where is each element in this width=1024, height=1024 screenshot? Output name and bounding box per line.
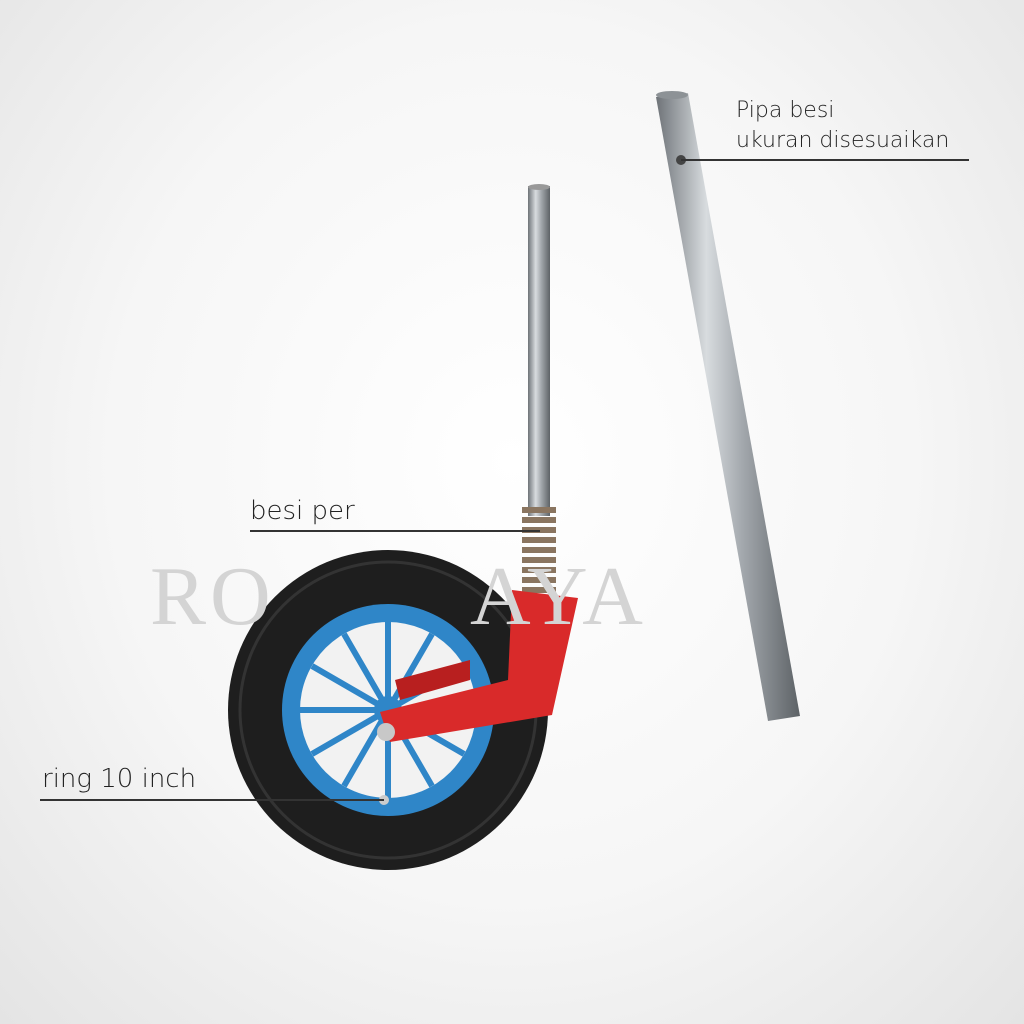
watermark-left: RO <box>150 550 275 643</box>
ring-marker <box>379 795 389 805</box>
spring-leader-line <box>250 530 540 532</box>
pipe-label-line2: ukuran disesuaikan <box>736 128 950 153</box>
ring-leader-line <box>40 799 384 801</box>
steel-rod <box>528 184 550 516</box>
pipe-label-line1: Pipa besi <box>736 98 835 123</box>
pipe-label: Pipa besi ukuran disesuaikan <box>736 96 949 156</box>
ring-label: ring 10 inch <box>42 764 197 794</box>
pipe-leader-line <box>681 159 969 161</box>
iron-pipe <box>656 91 800 721</box>
red-bracket <box>377 590 578 742</box>
spring-label: besi per <box>250 496 355 526</box>
watermark-right: AYA <box>470 550 647 643</box>
